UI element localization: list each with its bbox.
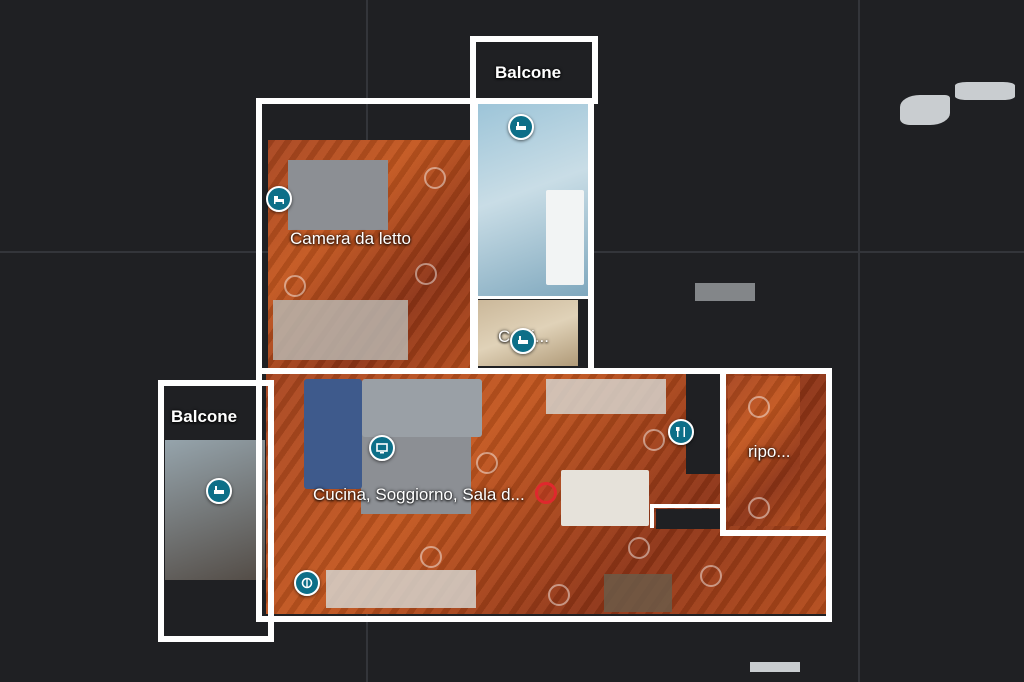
bathroom-icon[interactable] — [508, 114, 534, 140]
scan-fragment — [750, 662, 800, 672]
position-spot[interactable] — [748, 497, 770, 519]
room-label-ripostiglio[interactable]: ripo... — [748, 442, 791, 461]
room-label-balcone-top[interactable]: Balcone — [495, 63, 562, 82]
room-label-camera[interactable]: Camera da letto — [290, 229, 411, 248]
position-spot[interactable] — [284, 275, 306, 297]
bathroom-floor — [478, 102, 588, 298]
position-spot[interactable] — [415, 263, 437, 285]
dining-icon[interactable] — [294, 570, 320, 596]
grid-line — [858, 0, 860, 682]
position-spot[interactable] — [420, 546, 442, 568]
void — [656, 509, 726, 529]
scan-fragment — [695, 283, 755, 301]
bathtub — [546, 190, 584, 285]
coffee-table — [604, 574, 672, 612]
tv-icon[interactable] — [369, 435, 395, 461]
room-label-balcone-left[interactable]: Balcone — [171, 407, 238, 426]
position-spot[interactable] — [748, 396, 770, 418]
wall — [650, 504, 722, 508]
sofa — [304, 379, 362, 489]
position-spot[interactable] — [700, 565, 722, 587]
position-spot[interactable] — [628, 537, 650, 559]
dining-icon[interactable] — [668, 419, 694, 445]
current-position-marker — [535, 482, 557, 504]
position-spot[interactable] — [548, 584, 570, 606]
balcony-floor — [165, 440, 265, 580]
bedroom-floor — [268, 140, 473, 368]
wall — [650, 504, 654, 528]
wall — [478, 296, 588, 299]
sofa — [362, 379, 482, 437]
bed — [288, 160, 388, 230]
sideboard — [326, 570, 476, 608]
bathroom-icon[interactable] — [206, 478, 232, 504]
position-spot[interactable] — [476, 452, 498, 474]
void — [686, 374, 724, 474]
bathroom-icon[interactable] — [510, 328, 536, 354]
scan-fragment — [900, 95, 950, 125]
bed-icon[interactable] — [266, 186, 292, 212]
scan-fragment — [955, 82, 1015, 100]
position-spot[interactable] — [643, 429, 665, 451]
room-label-cucina[interactable]: Cucina, Soggiorno, Sala d... — [313, 485, 525, 504]
position-spot[interactable] — [424, 167, 446, 189]
dining-table — [561, 470, 649, 526]
kitchen-counter — [546, 379, 666, 414]
wardrobe — [273, 300, 408, 360]
